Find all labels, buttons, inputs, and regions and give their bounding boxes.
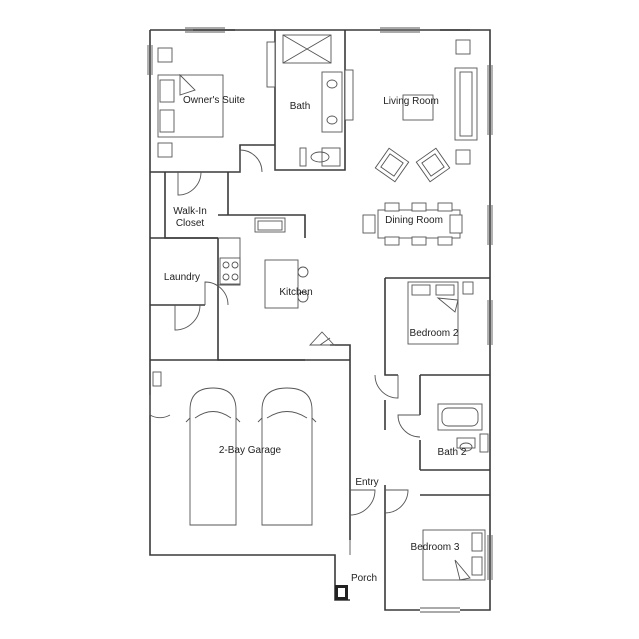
- label-garage: 2-Bay Garage: [219, 445, 282, 456]
- label-bedroom-2: Bedroom 2: [410, 328, 459, 339]
- living-room-furniture: [374, 39, 478, 183]
- bath-2-fixtures: [437, 403, 489, 453]
- label-laundry: Laundry: [164, 272, 200, 283]
- bath-fixtures: [266, 34, 354, 167]
- label-kitchen: Kitchen: [279, 287, 312, 298]
- label-closet: Closet: [176, 218, 205, 229]
- room-labels: Owner's Suite Bath Living Room Walk-In C…: [164, 95, 467, 584]
- porch-post: [335, 585, 348, 600]
- bedroom-3-bed: [422, 529, 486, 581]
- interior-walls: [150, 30, 490, 600]
- label-bath: Bath: [290, 101, 311, 112]
- label-porch: Porch: [351, 573, 377, 584]
- label-walk-in: Walk-In: [173, 206, 207, 217]
- label-dining-room: Dining Room: [385, 215, 443, 226]
- windows: [147, 27, 493, 613]
- label-entry: Entry: [355, 477, 378, 488]
- bedroom-2-bed: [407, 281, 474, 345]
- dining-table: [362, 202, 463, 246]
- kitchen-fixtures: [218, 217, 336, 346]
- laundry-fixtures: [152, 371, 162, 387]
- label-owners-suite: Owner's Suite: [183, 95, 245, 106]
- doors: [149, 149, 421, 555]
- owners-suite-bed: [157, 47, 224, 158]
- garage-cars: [185, 387, 317, 526]
- label-bedroom-3: Bedroom 3: [411, 542, 460, 553]
- label-living-room: Living Room: [383, 96, 439, 107]
- label-bath-2: Bath 2: [438, 447, 467, 458]
